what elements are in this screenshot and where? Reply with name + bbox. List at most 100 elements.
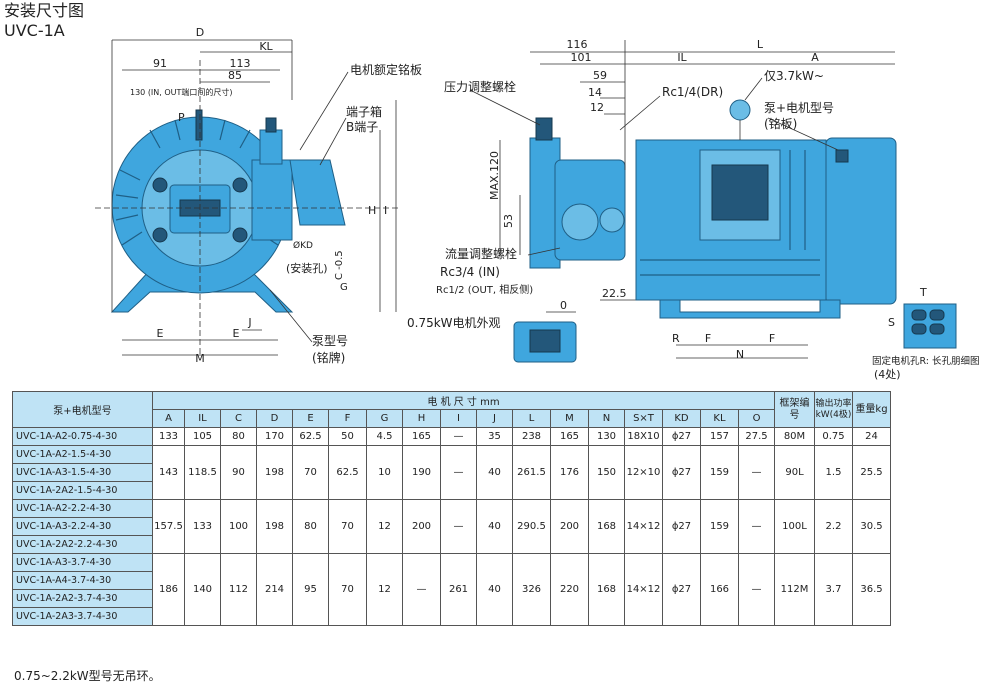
value-cell: 24 <box>852 427 891 446</box>
value-cell: 12 <box>366 499 403 554</box>
model-cell: UVC-1A-A2-0.75-4-30 <box>12 427 153 446</box>
dim-116: 116 <box>567 38 588 51</box>
model-cell: UVC-1A-2A2-2.2-4-30 <box>12 535 153 554</box>
model-cell: UVC-1A-A3-2.2-4-30 <box>12 517 153 536</box>
value-cell: 326 <box>512 553 551 626</box>
value-cell: — <box>738 499 775 554</box>
installation-drawing: D KL 91 113 85 130 (IN, OUT端口间的尺寸) P ØKD… <box>95 26 980 381</box>
column-header: E <box>292 409 329 428</box>
value-cell: 62.5 <box>292 427 329 446</box>
page-title: 安装尺寸图 <box>4 1 85 20</box>
column-header: C <box>220 409 257 428</box>
dim-R: R <box>672 332 680 345</box>
dim-D: D <box>196 26 204 39</box>
header-motor-dims: 电 机 尺 寸 mm <box>152 391 775 410</box>
value-cell: 290.5 <box>512 499 551 554</box>
dim-J: J <box>247 316 251 329</box>
value-cell: 214 <box>256 553 293 626</box>
dim-KD: ØKD <box>293 240 313 251</box>
value-cell: — <box>440 445 477 500</box>
value-cell: 143 <box>152 445 185 500</box>
rc34-in-label: Rc3/4 (IN) <box>440 265 500 279</box>
dim-max120: MAX.120 <box>488 151 501 200</box>
dimension-table: 泵+电机型号 电 机 尺 寸 mm 框架编号 输出功率kW(4极) 重量kg A… <box>12 391 891 626</box>
value-cell: 80 <box>292 499 329 554</box>
dim-53: 53 <box>502 214 515 228</box>
dim-C: C -0.5 <box>334 250 345 280</box>
value-cell: 40 <box>476 553 513 626</box>
dim-A: A <box>811 51 819 64</box>
value-cell: 12 <box>366 553 403 626</box>
value-cell: 14×12 <box>624 553 663 626</box>
value-cell: 50 <box>328 427 367 446</box>
dim-59: 59 <box>593 69 607 82</box>
value-cell: 168 <box>588 553 625 626</box>
value-cell: 198 <box>256 445 293 500</box>
value-cell: ϕ27 <box>662 553 701 626</box>
dim-F-left: F <box>705 332 711 345</box>
column-header: D <box>256 409 293 428</box>
table-row: UVC-1A-2A2-1.5-4-30 <box>12 481 891 500</box>
value-cell: 133 <box>152 427 185 446</box>
value-cell: 36.5 <box>852 553 891 626</box>
model-cell: UVC-1A-2A2-1.5-4-30 <box>12 481 153 500</box>
fix-hole-label: 固定电机孔R: 长孔朋细图 <box>872 355 980 367</box>
value-cell: 166 <box>700 553 739 626</box>
value-cell: 70 <box>328 553 367 626</box>
value-cell: 220 <box>550 553 589 626</box>
front-view: D KL 91 113 85 130 (IN, OUT端口间的尺寸) P ØKD… <box>95 26 422 365</box>
pressure-bolt-label: 压力调整螺栓 <box>444 79 516 94</box>
value-cell: 261.5 <box>512 445 551 500</box>
value-cell: 261 <box>440 553 477 626</box>
mount-hole-label: (安装孔) <box>286 261 328 275</box>
value-cell: 18X10 <box>624 427 663 446</box>
table-row: UVC-1A-2A2-2.2-4-30 <box>12 535 891 554</box>
value-cell: — <box>738 445 775 500</box>
value-cell: 133 <box>184 499 221 554</box>
value-cell: 80M <box>774 427 815 446</box>
value-cell: 159 <box>700 499 739 554</box>
dim-L: L <box>757 38 764 51</box>
header-power: 输出功率kW(4极) <box>814 391 853 428</box>
value-cell: 0.75 <box>814 427 853 446</box>
dim-S: S <box>888 316 895 329</box>
dim-P: P <box>178 111 185 124</box>
value-cell: 165 <box>402 427 441 446</box>
fix-hole-count-label: (4处) <box>874 368 901 381</box>
value-cell: 3.7 <box>814 553 853 626</box>
value-cell: 157.5 <box>152 499 185 554</box>
dim-91: 91 <box>153 57 167 70</box>
dim-101: 101 <box>571 51 592 64</box>
value-cell: 105 <box>184 427 221 446</box>
column-header: H <box>402 409 441 428</box>
model-cell: UVC-1A-A4-3.7-4-30 <box>12 571 153 590</box>
dim-F-right: F <box>769 332 775 345</box>
value-cell: — <box>440 427 477 446</box>
value-cell: 35 <box>476 427 513 446</box>
value-cell: ϕ27 <box>662 445 701 500</box>
column-header: N <box>588 409 625 428</box>
value-cell: ϕ27 <box>662 427 701 446</box>
header-model: 泵+电机型号 <box>12 391 153 428</box>
column-header: KL <box>700 409 739 428</box>
value-cell: 100L <box>774 499 815 554</box>
value-cell: 176 <box>550 445 589 500</box>
dim-130: 130 (IN, OUT端口间的尺寸) <box>130 87 233 97</box>
model-cell: UVC-1A-A3-1.5-4-30 <box>12 463 153 482</box>
model-cell: UVC-1A-2A3-3.7-4-30 <box>12 607 153 626</box>
value-cell: ϕ27 <box>662 499 701 554</box>
b-terminal-label: B端子 <box>346 120 378 134</box>
value-cell: 200 <box>550 499 589 554</box>
dim-12: 12 <box>590 101 604 114</box>
column-header: M <box>550 409 589 428</box>
model-cell: UVC-1A-A2-2.2-4-30 <box>12 499 153 518</box>
pump-type-plate-label: (铭牌) <box>312 350 345 365</box>
pump-side-view: MAX.120 53 压力调整螺栓 流量调整螺栓 Rc3/4 (IN) Rc1/… <box>407 79 636 363</box>
header-frame: 框架编号 <box>774 391 815 428</box>
column-header: IL <box>184 409 221 428</box>
model-title: UVC-1A <box>4 21 65 40</box>
value-cell: 1.5 <box>814 445 853 500</box>
